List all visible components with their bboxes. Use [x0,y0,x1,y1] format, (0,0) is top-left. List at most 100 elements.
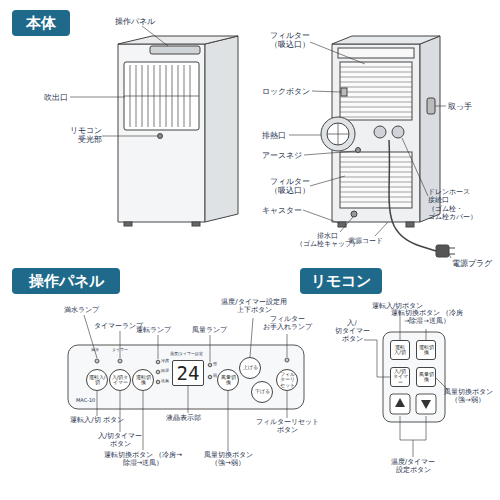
drain-port [392,126,404,138]
operation-panel [68,345,304,409]
leader-line [304,151,356,155]
callout-label: 運転切換ボタン （冷房→除湿→送風） [390,310,464,326]
leader-line [289,135,321,136]
leader-line [97,391,98,416]
node-text: 操作パネル [29,272,104,291]
handle [427,98,435,114]
leader-line [188,386,189,413]
lamp [156,370,160,374]
top-face [332,36,440,44]
lamp [95,359,99,363]
front-unit [118,36,238,226]
section-tab: 操作パネル [12,268,120,294]
plug-prongs [449,248,455,254]
callout-label: ロックボタン [262,87,310,96]
node-text: フィルターリセット [278,372,296,388]
callout-label: フィルター （吸込口） [262,31,310,49]
leader-line [120,331,121,358]
remote-control [383,332,445,422]
callout-label: 取っ手 [448,102,472,111]
callout-label: フィルター お手入れランプ [258,315,316,332]
leader-line [303,210,339,223]
remote-button: 入/切タイマー [390,367,410,387]
indicator-label: タイマー [112,348,128,353]
callout-label: 温度/タイマー設定用 上下ボタン [216,298,292,315]
leader-line [340,217,353,232]
remote-button: 運転入/切 [390,340,410,360]
drain-outlet [351,211,357,217]
back-unit [321,36,455,257]
leader-line [142,26,168,46]
lamp [118,359,122,363]
exhaust-grid [327,123,349,145]
callout-label: 風量切換ボタン （強→弱） [196,451,260,468]
filter-lines [340,157,412,202]
callout-label: 風量ランプ [192,326,227,334]
indicator-label: 強 [213,362,217,367]
section-tab: リモコン [300,268,382,294]
front-face [118,44,205,222]
leader-line [287,391,288,418]
up-button [390,394,410,414]
callout-label: キャスター [262,206,302,215]
callout-label: 入/切タイマー ボタン [92,432,148,449]
top-face [118,36,238,44]
node-text: 入/切タイマー [111,375,129,386]
indicator-label: 温度/タイマー設定 [170,352,203,357]
callout-label: 運転ランプ [136,326,171,334]
callout-label: 満水ランプ [64,306,99,314]
leader-line [250,318,253,357]
callout-label: 運転切換ボタン （冷房→除湿→送風） [98,451,188,468]
power-plug [436,245,449,257]
indicator-label: 弱 [213,374,217,379]
callout-label: フィルター （吸込口） [262,177,310,195]
panel-button: 下げる [251,381,273,403]
node-text: 風量切換 [418,372,434,383]
node-text: 24 [177,362,200,384]
leader-line [120,391,121,432]
remote-button: 風量切換 [416,367,436,387]
leader-line [312,91,341,92]
drain-port [374,126,386,138]
node-text: 上げる [243,365,258,370]
side-face [205,36,238,222]
node-text: リモコン [311,272,371,291]
receiver [158,134,163,139]
down-arrow [421,400,431,409]
leader-line [310,176,345,186]
leader-line [287,334,288,357]
leader-line [228,391,229,451]
leader-line [102,136,157,137]
leader-line [364,340,390,377]
leader-line [435,106,446,107]
indicator-label: 冷房 [161,359,169,364]
lamp [156,380,160,384]
exhaust-port [321,117,355,151]
lamp [208,363,212,367]
exhaust-inner [327,123,349,145]
callout-label: アースネジ [262,151,302,160]
lamp [208,375,212,379]
node-text: 運転入/切 [392,345,408,356]
leader-line [158,335,159,359]
earth-screw [356,148,361,153]
leader-line [210,335,211,362]
node-text: 入/切タイマー [392,369,408,385]
leader-line [70,97,125,98]
control-panel [150,46,200,54]
down-button [416,394,436,414]
panel-button: 運転入/切 [86,369,108,391]
callout-label: 入/切タイマー ボタン [330,320,374,343]
node-text: 本体 [26,14,56,33]
indicator-label: 満水 [91,348,99,353]
callout-label: 操作パネル [115,17,155,26]
section-tab: 本体 [12,10,70,36]
callout-label: リモコン 受光部 [58,126,102,144]
callout-label: 液晶表示部 [166,414,201,422]
panel-button: 運転切換 [132,369,154,391]
caster [124,222,132,226]
callout-label: 排熱口 [262,131,286,140]
panel-body [68,345,304,409]
